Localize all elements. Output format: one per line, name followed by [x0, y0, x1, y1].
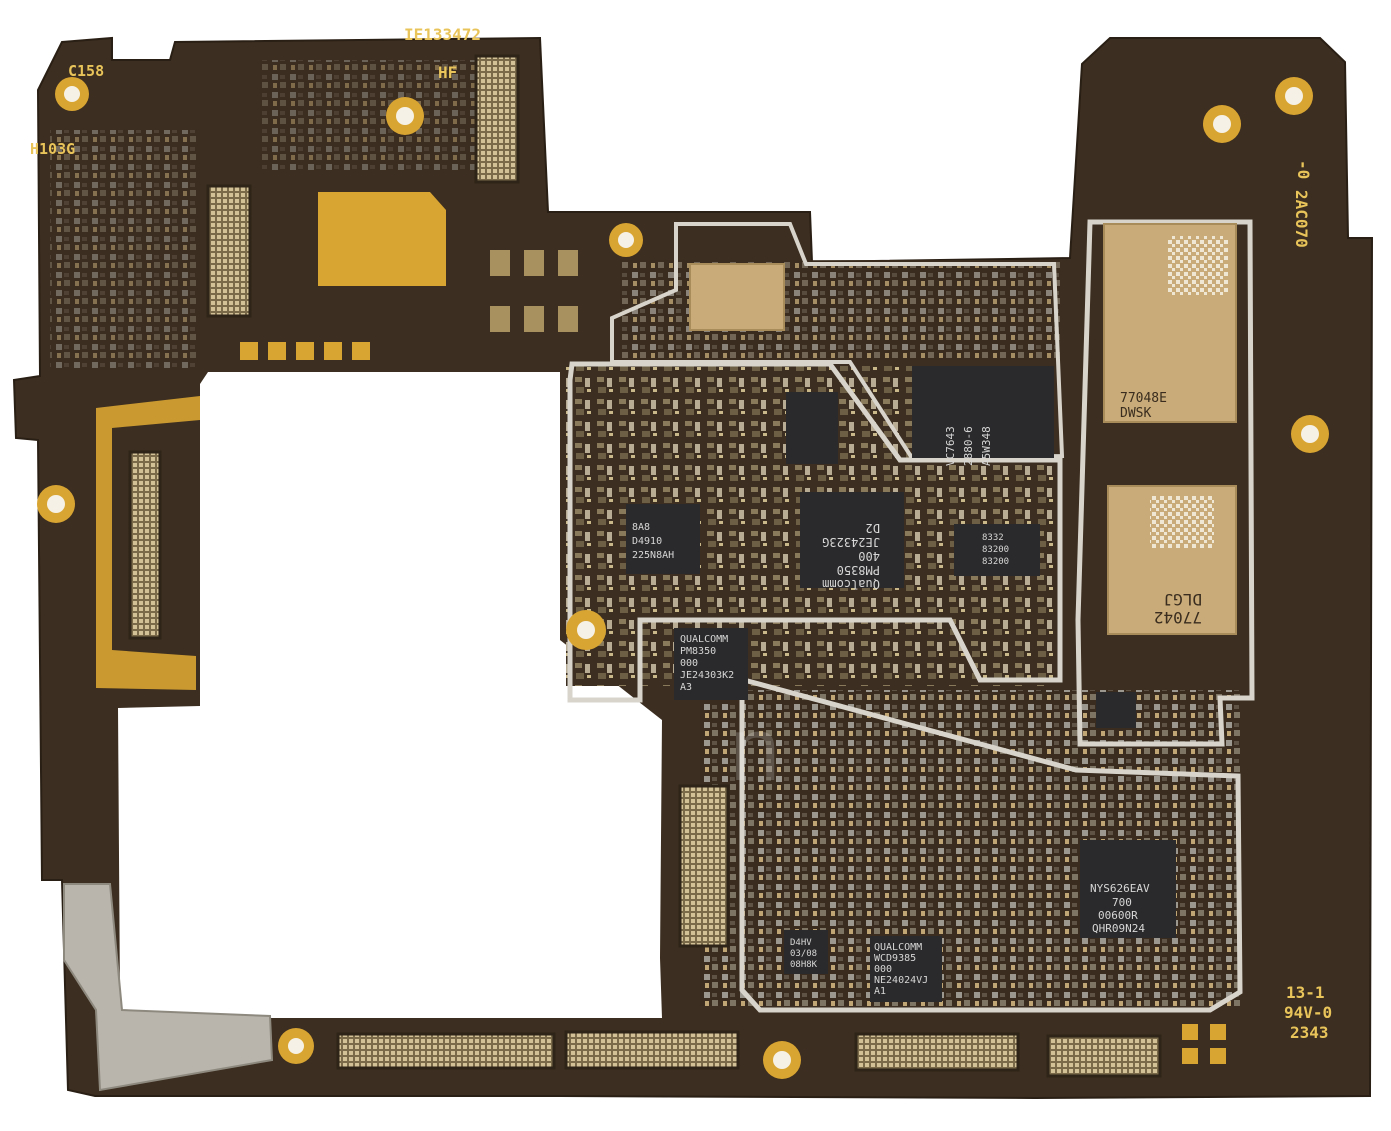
wcd-line5: A1 — [874, 986, 886, 997]
pmic-main-line1: Qualcomm — [822, 577, 880, 591]
rf-upper-line1: 77048E — [1120, 391, 1167, 406]
silk-c158: C158 — [68, 62, 104, 80]
shield-right — [1075, 219, 1255, 747]
silk-bottom-line3: 2343 — [1290, 1023, 1329, 1042]
small-left-line1: 8A8 — [632, 522, 650, 533]
connector-mid-vertical — [678, 784, 730, 948]
chip-wcd-codec: QUALCOMM WCD9385 000 NE24024VJ A1 — [870, 936, 942, 1002]
connector-top-center — [474, 54, 520, 184]
pmic-main-line5: D2 — [866, 521, 880, 535]
mounting-holes — [37, 77, 1329, 1079]
connector-bottom-1 — [336, 1032, 556, 1070]
chip-dark-block-2 — [1096, 692, 1136, 728]
board-cutout — [118, 372, 662, 1018]
nys-line4: QHR09N24 — [1092, 922, 1145, 935]
pmic-secondary-line3: 000 — [680, 658, 698, 669]
chip-small-right: 8332 83200 83200 — [954, 524, 1040, 576]
small-right-line3: 83200 — [982, 557, 1009, 567]
small-right-line2: 83200 — [982, 545, 1009, 555]
metal-bracket — [63, 883, 274, 1092]
pmic-main-line3: 400 — [858, 549, 880, 563]
gold-pad-row — [240, 342, 1226, 1064]
nys-line3: 00600R — [1098, 909, 1138, 922]
pmic-main-line2: PM8350 — [837, 563, 880, 577]
connector-bottom-4 — [1046, 1034, 1162, 1078]
rf-module-upper: 77048E DWSK — [1103, 223, 1237, 423]
gold-pad-large — [318, 192, 446, 286]
silk-hf: HF — [438, 63, 457, 82]
pmic-secondary-line5: A3 — [680, 682, 692, 693]
silk-side-code: 2AC070 — [1292, 190, 1311, 248]
wcd-line1: QUALCOMM — [874, 942, 922, 953]
pmic-main-line4: JE24323G — [822, 535, 880, 549]
rf-module-lower: 77042 DLGJ — [1107, 485, 1237, 635]
small-right-line1: 8332 — [982, 533, 1004, 543]
chip-d4hv: D4HV 03/08 08H8K — [784, 930, 828, 974]
chip-pmic-secondary: QUALCOMM PM8350 000 JE24303K2 A3 — [674, 628, 748, 700]
rf-upper-line2: DWSK — [1120, 406, 1151, 421]
component-area-top — [620, 260, 1060, 360]
silk-cert-code: IE133472 — [404, 25, 481, 44]
wcd-line2: WCD9385 — [874, 953, 916, 964]
vc-line2: 2880-6 — [962, 426, 975, 466]
silk-side-mark: -0 — [1294, 160, 1313, 179]
silk-h103g: H103G — [30, 140, 75, 158]
rf-module-top — [689, 263, 785, 331]
wcd-line4: NE24024VJ — [874, 975, 928, 986]
component-area-left — [50, 130, 200, 370]
rf-lower-line2: DLGJ — [1163, 590, 1202, 609]
vc-line1: VC7643 — [944, 426, 957, 466]
silk-bottom-line1: 13-1 — [1286, 983, 1325, 1002]
tan-pad-grid — [490, 250, 578, 332]
chip-small-left: 8A8 D4910 225N8AH — [626, 504, 700, 574]
component-area-top-left — [260, 60, 480, 170]
connector-left-vertical — [128, 450, 162, 640]
chip-vc7643: VC7643 2880-6 A5W348 — [912, 366, 1054, 466]
pmic-secondary-line2: PM8350 — [680, 646, 716, 657]
d4hv-line2: 03/08 — [790, 949, 817, 959]
watermark-text: iciton — [120, 700, 870, 800]
connector-bottom-3 — [854, 1032, 1020, 1072]
wcd-line3: 000 — [874, 964, 892, 975]
pmic-secondary-line1: QUALCOMM — [680, 634, 728, 645]
pmic-secondary-line4: JE24303K2 — [680, 670, 734, 681]
connector-bottom-2 — [564, 1030, 740, 1070]
connector-top-left — [206, 184, 252, 318]
chip-pmic-main: Qualcomm PM8350 400 JE24323G D2 — [800, 492, 904, 591]
shield-center — [567, 361, 1063, 703]
nys-line2: 700 — [1112, 896, 1132, 909]
d4hv-line1: D4HV — [790, 938, 812, 948]
small-left-line3: 225N8AH — [632, 550, 674, 561]
gold-trace-left — [96, 396, 200, 690]
d4hv-line3: 08H8K — [790, 960, 818, 970]
chip-nys626: NYS626EAV 700 00600R QHR09N24 — [1080, 840, 1176, 938]
chip-dark-block — [786, 392, 838, 464]
small-left-line2: D4910 — [632, 536, 662, 547]
rf-lower-line1: 77042 — [1154, 608, 1202, 627]
vc-line3: A5W348 — [980, 426, 993, 466]
nys-line1: NYS626EAV — [1090, 882, 1150, 895]
silk-bottom-line2: 94V-0 — [1284, 1003, 1332, 1022]
shield-lower — [739, 676, 1243, 1013]
